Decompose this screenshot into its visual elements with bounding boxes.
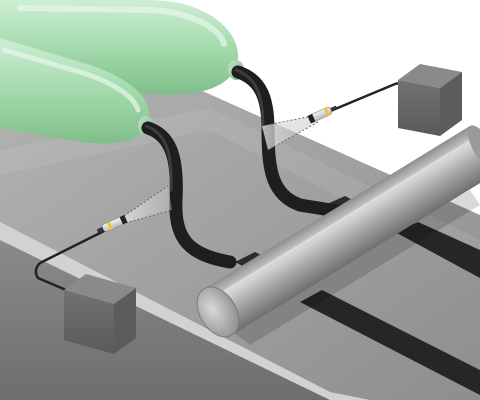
- roller-end-cap: [196, 286, 240, 338]
- roller-cylinder: [196, 125, 480, 345]
- sensor-beams: [121, 115, 319, 225]
- sensor-box-front: [64, 274, 136, 354]
- belt-track-stripe: [300, 290, 480, 395]
- sensor-cable-front: [34, 228, 108, 292]
- hose-front: [141, 121, 237, 269]
- sensor-probe-front: [96, 215, 128, 234]
- sensor-beam-front: [122, 186, 172, 224]
- roller-shadow: [230, 190, 480, 345]
- belt-sheen: [0, 108, 480, 270]
- sensor-box-back: [398, 64, 462, 136]
- sensor-probe-back: [307, 105, 338, 124]
- sensor-cable-back: [326, 82, 406, 114]
- sensor-beam-back: [262, 116, 318, 150]
- belt-track-stripe: [395, 222, 480, 278]
